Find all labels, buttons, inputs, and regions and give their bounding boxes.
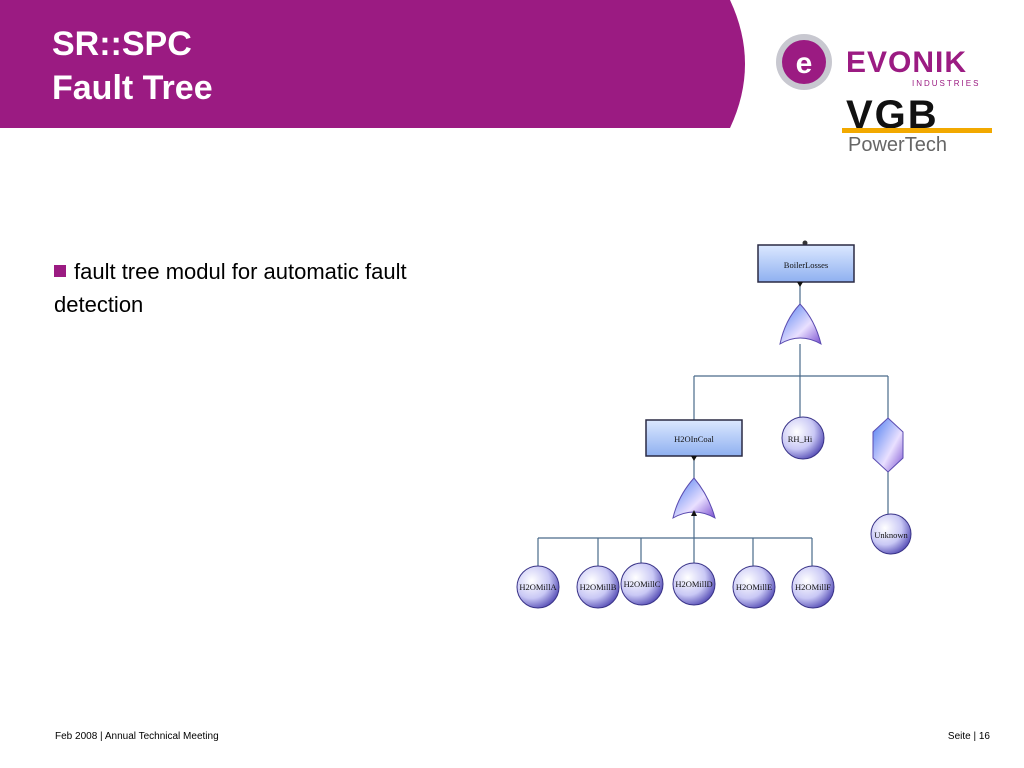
basic-event-node: RH_Hi xyxy=(781,416,825,460)
title-line-1: SR::SPC xyxy=(52,25,192,63)
title-line-2: Fault Tree xyxy=(52,69,213,107)
mill-label: H2OMillF xyxy=(795,582,831,592)
footer-page-number: Seite | 16 xyxy=(947,731,990,742)
top-event-box: BoilerLosses xyxy=(757,240,855,283)
undeveloped-event-icon xyxy=(872,417,904,473)
mid-event-label: H2OInCoal xyxy=(674,434,714,444)
or-gate-icon xyxy=(779,303,822,346)
evonik-wordmark: EVONIK xyxy=(846,46,967,79)
bullet-square-icon xyxy=(54,265,66,277)
mill-node: H2OMillC xyxy=(620,562,664,606)
mill-node: H2OMillE xyxy=(732,565,776,609)
svg-text:e: e xyxy=(796,47,813,80)
mill-label: H2OMillB xyxy=(580,582,617,592)
mill-node: H2OMillF xyxy=(791,565,835,609)
footer-left: Feb 2008 | Annual Technical Meeting xyxy=(55,731,219,742)
bullet-list: fault tree modul for automatic fault det… xyxy=(54,255,494,321)
mid-event-box: H2OInCoal xyxy=(645,419,743,457)
fault-tree-diagram: BoilerLosses H2OInCoal RH_Hi Unknown H2O… xyxy=(516,240,912,609)
mill-label: H2OMillD xyxy=(675,579,712,589)
mill-label: H2OMillE xyxy=(736,582,772,592)
bullet-item: fault tree modul for automatic fault det… xyxy=(54,255,494,321)
basic-event-label: RH_Hi xyxy=(788,434,813,444)
mill-node: H2OMillB xyxy=(576,565,620,609)
unknown-event-node: Unknown xyxy=(870,513,912,555)
evonik-logo: e EVONIK INDUSTRIES xyxy=(776,34,980,90)
evonik-subtext: INDUSTRIES xyxy=(912,79,980,88)
header-band xyxy=(0,0,745,128)
vgb-logo: VGB PowerTech xyxy=(842,93,992,156)
mill-label: H2OMillC xyxy=(624,579,661,589)
unknown-event-label: Unknown xyxy=(874,530,908,540)
slide-title: SR::SPC Fault Tree xyxy=(52,22,213,110)
top-event-label: BoilerLosses xyxy=(784,260,828,270)
mill-label: H2OMillA xyxy=(519,582,557,592)
mill-node: H2OMillD xyxy=(672,562,716,606)
bullet-text: fault tree modul for automatic fault det… xyxy=(54,259,407,317)
vgb-subtext: PowerTech xyxy=(848,134,947,156)
mill-node: H2OMillA xyxy=(516,565,560,609)
logos: e EVONIK INDUSTRIES VGB PowerTech xyxy=(776,34,992,156)
